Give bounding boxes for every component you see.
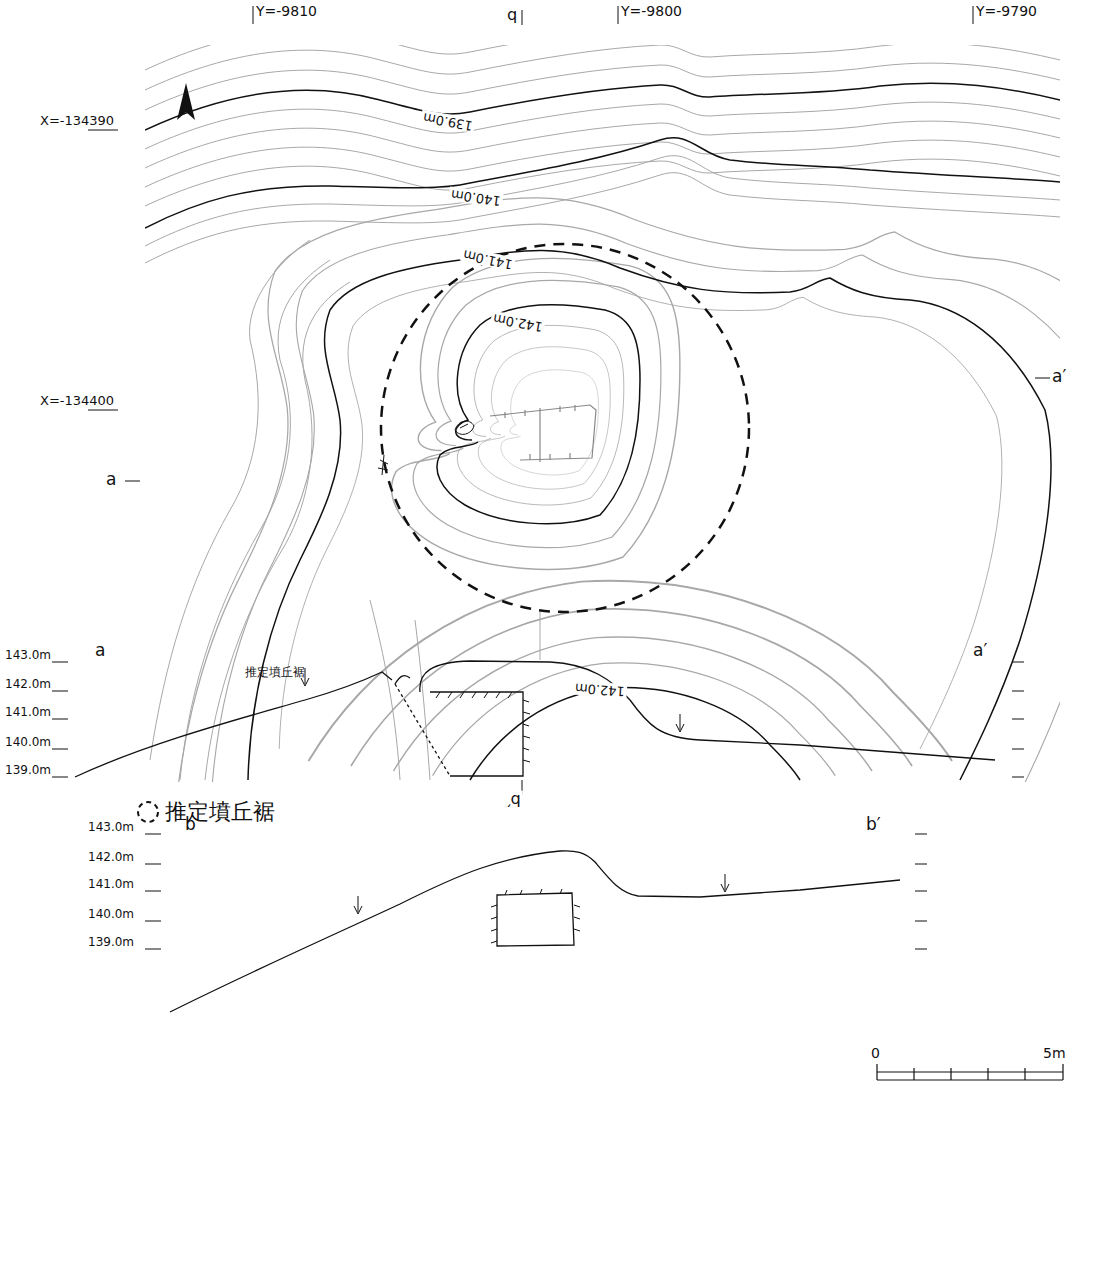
grid-coordinate: Y=-9810 bbox=[256, 4, 317, 19]
section-mark: b bbox=[505, 7, 519, 25]
elevation-label: 139.0m bbox=[5, 764, 51, 777]
section-mark: b′ bbox=[505, 791, 523, 809]
elevation-label: 140.0m bbox=[5, 736, 51, 749]
scale-label: 0 bbox=[871, 1046, 880, 1061]
elevation-label: 140.0m bbox=[88, 908, 134, 921]
elevation-label: 139.0m bbox=[88, 936, 134, 949]
contour-label: 140.0m bbox=[448, 186, 503, 208]
scale-label: 5m bbox=[1043, 1046, 1066, 1061]
grid-coordinate: Y=-9800 bbox=[621, 4, 682, 19]
elevation-label: 143.0m bbox=[88, 821, 134, 834]
elevation-label: 142.0m bbox=[5, 678, 51, 691]
elevation-label: 143.0m bbox=[5, 649, 51, 662]
elevation-label: 142.0m bbox=[88, 851, 134, 864]
grid-coordinate: Y=-9790 bbox=[976, 4, 1037, 19]
grid-coordinate: X=-134400 bbox=[40, 394, 114, 408]
elevation-label: 141.0m bbox=[88, 878, 134, 891]
grid-coordinate: X=-134390 bbox=[40, 114, 114, 128]
section-mark: b′ bbox=[866, 815, 881, 834]
section-mark: a bbox=[95, 641, 105, 660]
section-mark: a′ bbox=[973, 641, 987, 660]
contour-label: 142.0m bbox=[490, 310, 546, 333]
annotation: 推定墳丘裾 bbox=[245, 666, 305, 679]
legend-text: 推定墳丘裾 bbox=[165, 797, 275, 827]
section-mark: a bbox=[106, 470, 116, 489]
elevation-label: 141.0m bbox=[5, 706, 51, 719]
contour-label: 142.0m bbox=[573, 680, 628, 698]
section-mark: a′ bbox=[1052, 367, 1066, 386]
